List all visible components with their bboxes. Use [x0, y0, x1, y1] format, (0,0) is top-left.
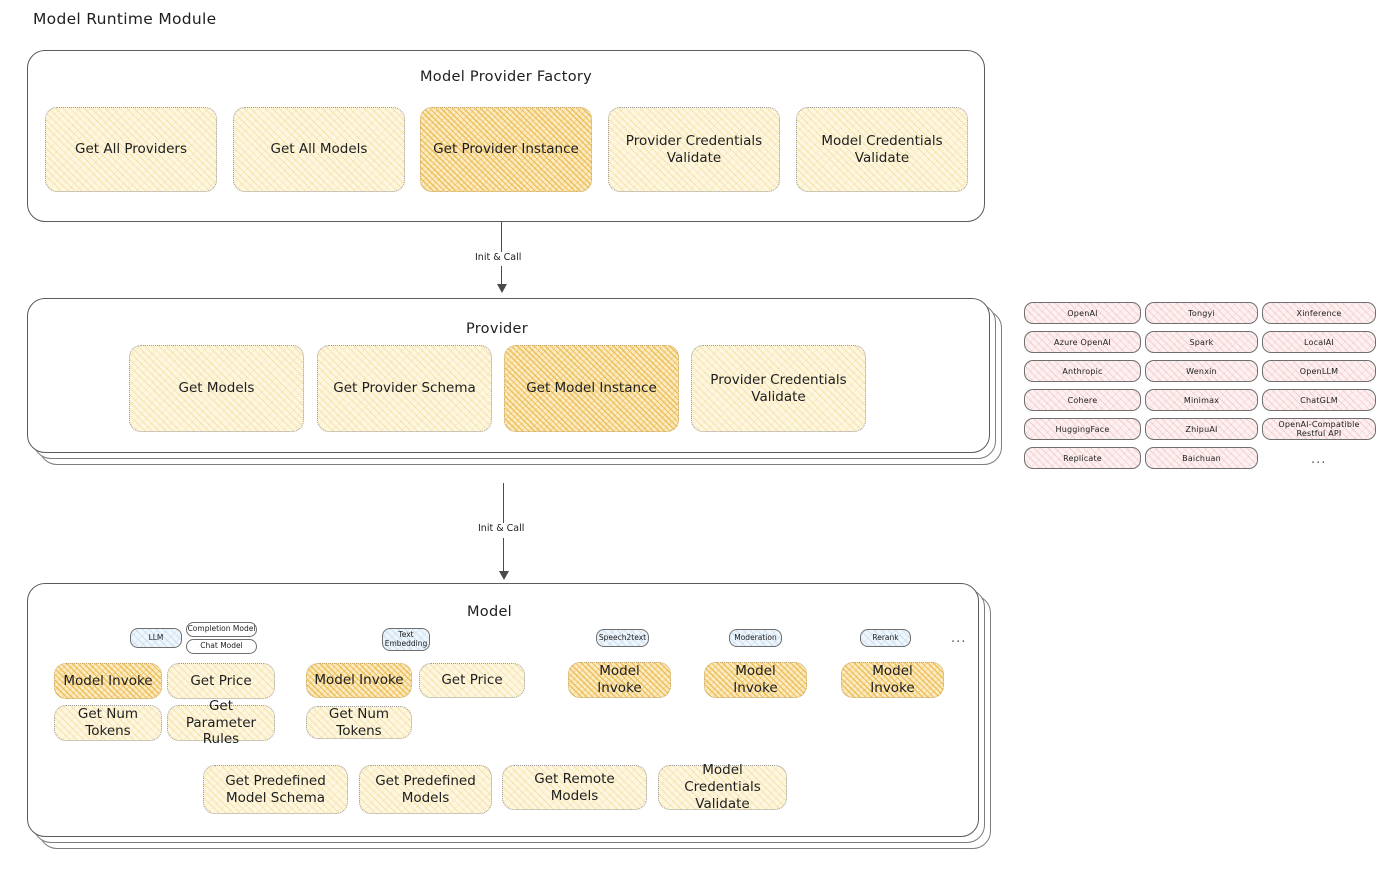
speech2text-node-model-invoke[interactable]: Model Invoke — [568, 662, 671, 698]
rerank-node-model-invoke[interactable]: Model Invoke — [841, 662, 944, 698]
arrow-provider-to-model-head — [499, 571, 509, 580]
llm-node-get-parameter-rules[interactable]: Get Parameter Rules — [167, 698, 275, 747]
provider-chip-spark[interactable]: Spark — [1145, 331, 1258, 353]
model-node-model-credentials-validate[interactable]: Model Credentials Validate — [658, 762, 787, 812]
provider-chip-anthropic[interactable]: Anthropic — [1024, 360, 1141, 382]
model-subtype-badge-completion-model[interactable]: Completion Model — [186, 622, 257, 637]
provider-list-more: ... — [1311, 452, 1327, 467]
moderation-node-model-invoke[interactable]: Model Invoke — [704, 662, 807, 698]
factory-node-get-all-providers[interactable]: Get All Providers — [45, 107, 217, 192]
provider-node-get-model-instance[interactable]: Get Model Instance — [504, 345, 679, 432]
provider-chip-openai[interactable]: OpenAI — [1024, 302, 1141, 324]
model-type-badge-text-embedding[interactable]: Text Embedding — [382, 628, 430, 651]
factory-node-get-all-models[interactable]: Get All Models — [233, 107, 405, 192]
text-embedding-node-model-invoke[interactable]: Model Invoke — [306, 663, 412, 698]
provider-title: Provider — [465, 321, 529, 337]
factory-node-get-provider-instance[interactable]: Get Provider Instance — [420, 107, 592, 192]
model-type-badge-llm[interactable]: LLM — [130, 628, 182, 648]
text-embedding-node-get-num-tokens[interactable]: Get Num Tokens — [306, 706, 412, 739]
provider-node-get-models[interactable]: Get Models — [129, 345, 304, 432]
arrow-provider-to-model-line — [503, 483, 505, 523]
provider-chip-replicate[interactable]: Replicate — [1024, 447, 1141, 469]
arrow-factory-to-provider-line — [501, 222, 503, 260]
arrow-factory-to-provider-head — [497, 284, 507, 293]
arrow-factory-to-provider-label: Init & Call — [472, 252, 525, 263]
provider-chip-zhipuai[interactable]: ZhipuAI — [1145, 418, 1258, 440]
llm-node-get-price[interactable]: Get Price — [167, 663, 275, 699]
factory-node-model-credentials-validate[interactable]: Model Credentials Validate — [796, 107, 968, 192]
model-subtype-badge-chat-model[interactable]: Chat Model — [186, 639, 257, 654]
provider-chip-tongyi[interactable]: Tongyi — [1145, 302, 1258, 324]
provider-chip-azure-openai[interactable]: Azure OpenAI — [1024, 331, 1141, 353]
provider-chip-baichuan[interactable]: Baichuan — [1145, 447, 1258, 469]
model-type-badge-rerank[interactable]: Rerank — [860, 629, 911, 647]
model-node-get-predefined-model-schema[interactable]: Get Predefined Model Schema — [203, 765, 348, 814]
provider-node-provider-credentials-validate[interactable]: Provider Credentials Validate — [691, 345, 866, 432]
llm-node-model-invoke[interactable]: Model Invoke — [54, 663, 162, 699]
model-title: Model — [466, 604, 513, 620]
provider-chip-xinference[interactable]: Xinference — [1262, 302, 1376, 324]
provider-chip-cohere[interactable]: Cohere — [1024, 389, 1141, 411]
provider-node-get-provider-schema[interactable]: Get Provider Schema — [317, 345, 492, 432]
model-type-badge-speech2text[interactable]: Speech2text — [596, 629, 649, 647]
provider-chip-chatglm[interactable]: ChatGLM — [1262, 389, 1376, 411]
factory-node-provider-credentials-validate[interactable]: Provider Credentials Validate — [608, 107, 780, 192]
model-node-get-predefined-models[interactable]: Get Predefined Models — [359, 765, 492, 814]
model-types-more: ... — [951, 631, 967, 646]
provider-chip-openai-compatible-restful-api[interactable]: OpenAI-Compatible Restful API — [1262, 418, 1376, 440]
provider-chip-openllm[interactable]: OpenLLM — [1262, 360, 1376, 382]
arrow-factory-to-provider-line2 — [501, 266, 503, 286]
arrow-provider-to-model-line2 — [503, 538, 505, 573]
llm-node-get-num-tokens[interactable]: Get Num Tokens — [54, 705, 162, 741]
model-provider-factory-title: Model Provider Factory — [419, 69, 593, 85]
model-node-get-remote-models[interactable]: Get Remote Models — [502, 765, 647, 810]
provider-chip-minimax[interactable]: Minimax — [1145, 389, 1258, 411]
provider-chip-localai[interactable]: LocalAI — [1262, 331, 1376, 353]
arrow-provider-to-model-label: Init & Call — [475, 523, 528, 534]
page-title: Model Runtime Module — [33, 10, 217, 28]
provider-chip-wenxin[interactable]: Wenxin — [1145, 360, 1258, 382]
provider-chip-huggingface[interactable]: HuggingFace — [1024, 418, 1141, 440]
text-embedding-node-get-price[interactable]: Get Price — [419, 663, 525, 698]
model-type-badge-moderation[interactable]: Moderation — [729, 629, 782, 647]
